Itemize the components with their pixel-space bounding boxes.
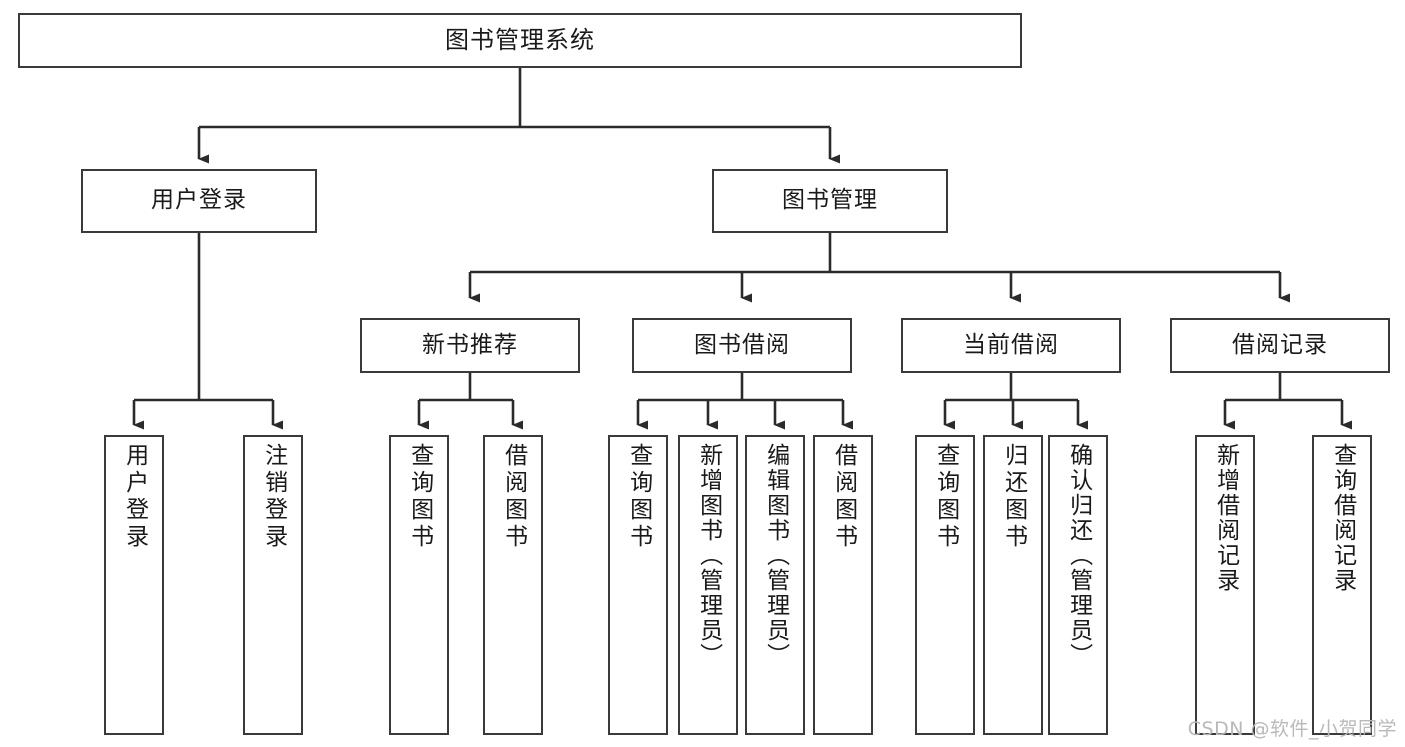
leaf-current-query-book[interactable]: 查询图书 — [915, 435, 975, 735]
node-borrow-record[interactable]: 借阅记录 — [1170, 318, 1390, 373]
node-label: 编辑图书（管理员） — [762, 443, 789, 668]
leaf-borrow-query-book[interactable]: 查询图书 — [608, 435, 668, 735]
node-label: 归还图书 — [1000, 443, 1027, 551]
leaf-borrow-add-book[interactable]: 新增图书（管理员） — [678, 435, 738, 735]
node-label: 新增借阅记录 — [1212, 443, 1239, 593]
node-label: 查询图书 — [932, 443, 959, 551]
leaf-new-book-borrow[interactable]: 借阅图书 — [483, 435, 543, 735]
node-label: 查询图书 — [625, 443, 652, 551]
node-label: 当前借阅 — [963, 331, 1059, 358]
leaf-borrow-borrow-book[interactable]: 借阅图书 — [813, 435, 873, 735]
node-label: 确认归还（管理员） — [1065, 443, 1092, 668]
node-label: 图书管理系统 — [445, 26, 595, 55]
node-label: 图书借阅 — [694, 331, 790, 358]
leaf-new-book-query[interactable]: 查询图书 — [389, 435, 449, 735]
node-current-borrow[interactable]: 当前借阅 — [901, 318, 1121, 373]
node-label: 用户登录 — [151, 187, 247, 214]
node-root-system[interactable]: 图书管理系统 — [18, 13, 1022, 68]
node-label: 新增图书（管理员） — [695, 443, 722, 668]
node-label: 借阅记录 — [1232, 331, 1328, 358]
node-label: 查询图书 — [406, 443, 433, 551]
node-label: 注销登录 — [260, 443, 287, 551]
leaf-borrow-edit-book[interactable]: 编辑图书（管理员） — [745, 435, 805, 735]
node-book-management[interactable]: 图书管理 — [712, 169, 948, 233]
node-label: 借阅图书 — [500, 443, 527, 551]
leaf-user-login-signin[interactable]: 用户登录 — [104, 435, 164, 735]
node-label: 图书管理 — [782, 187, 878, 214]
leaf-record-add[interactable]: 新增借阅记录 — [1195, 435, 1255, 735]
node-book-borrow[interactable]: 图书借阅 — [632, 318, 852, 373]
leaf-record-query[interactable]: 查询借阅记录 — [1312, 435, 1372, 735]
leaf-user-login-signout[interactable]: 注销登录 — [243, 435, 303, 735]
node-user-login[interactable]: 用户登录 — [81, 169, 317, 233]
leaf-current-confirm-return[interactable]: 确认归还（管理员） — [1048, 435, 1108, 735]
node-label: 查询借阅记录 — [1329, 443, 1356, 593]
node-label: 用户登录 — [121, 443, 148, 551]
node-new-book-recommend[interactable]: 新书推荐 — [360, 318, 580, 373]
leaf-current-return-book[interactable]: 归还图书 — [983, 435, 1043, 735]
node-label: 借阅图书 — [830, 443, 857, 551]
watermark-text: CSDN @软件_小贺同学 — [1187, 718, 1397, 740]
node-label: 新书推荐 — [422, 331, 518, 358]
